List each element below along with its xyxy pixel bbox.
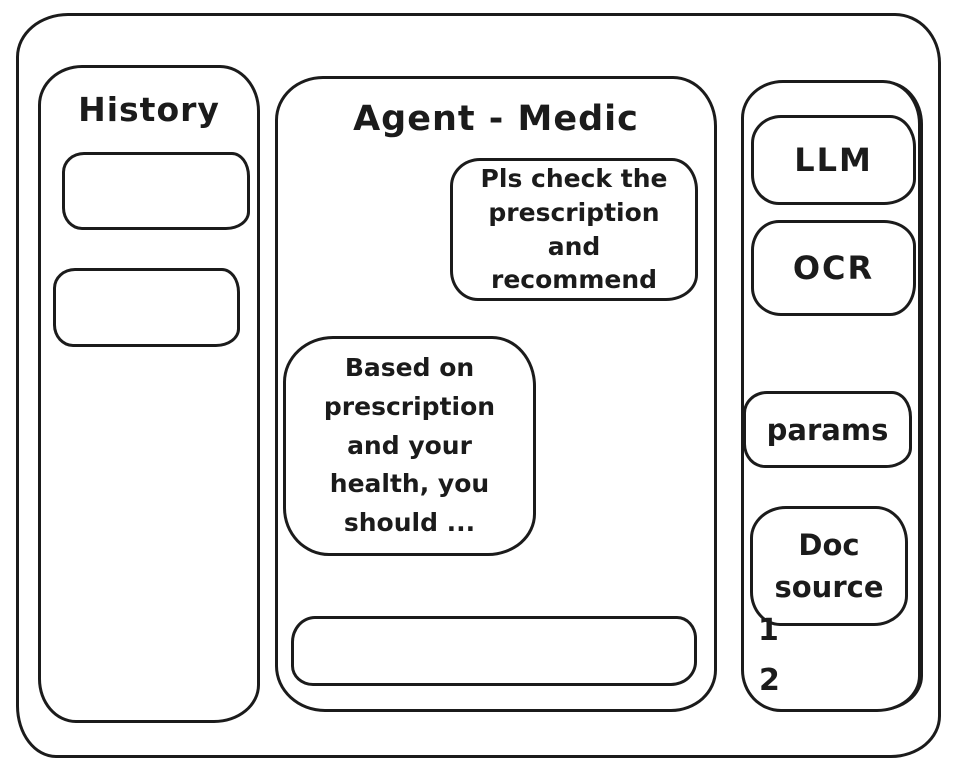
ocr-button[interactable]: OCR: [751, 220, 916, 316]
history-title: History: [78, 90, 220, 129]
app-frame: History Agent - Medic Pls check the pres…: [16, 13, 941, 758]
history-item[interactable]: [53, 268, 240, 347]
doc-source-item-1[interactable]: 1: [758, 613, 779, 648]
chat-panel: Agent - Medic Pls check the prescription…: [275, 76, 717, 712]
doc-source-button[interactable]: Doc source: [750, 506, 908, 626]
llm-button[interactable]: LLM: [751, 115, 916, 205]
user-message-bubble: Pls check the prescription and recommend: [450, 158, 698, 301]
message-input[interactable]: [291, 616, 697, 686]
doc-source-item-2[interactable]: 2: [759, 663, 780, 698]
history-item[interactable]: [62, 152, 250, 230]
tools-panel: LLM OCR params Doc source 1 2: [741, 80, 921, 712]
history-panel: History: [38, 65, 260, 723]
params-button[interactable]: params: [743, 391, 912, 468]
assistant-message-bubble: Based on prescription and your health, y…: [283, 336, 536, 556]
chat-title: Agent - Medic: [353, 99, 639, 139]
